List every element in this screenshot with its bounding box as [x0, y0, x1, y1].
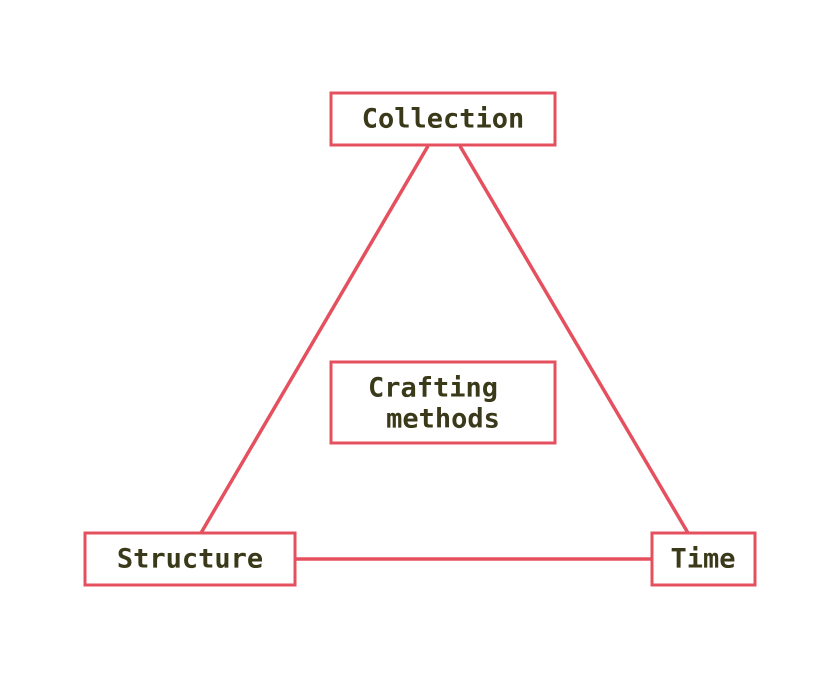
node-structure-label: Structure — [117, 544, 263, 575]
edge-collection-time — [458, 145, 690, 534]
node-crafting-methods: Crafting methods — [329, 360, 557, 445]
node-crafting-methods-line1: Crafting — [368, 373, 498, 404]
edge-collection-structure — [199, 145, 430, 534]
node-time: Time — [650, 531, 757, 587]
node-structure-box — [83, 531, 297, 587]
node-collection-box — [329, 91, 557, 147]
node-crafting-methods-box — [329, 360, 557, 445]
node-structure: Structure — [83, 531, 297, 587]
node-time-box — [650, 531, 757, 587]
node-time-label: Time — [670, 544, 735, 575]
node-collection-label: Collection — [362, 104, 525, 135]
node-crafting-methods-line2: methods — [386, 404, 500, 435]
node-collection: Collection — [329, 91, 557, 147]
